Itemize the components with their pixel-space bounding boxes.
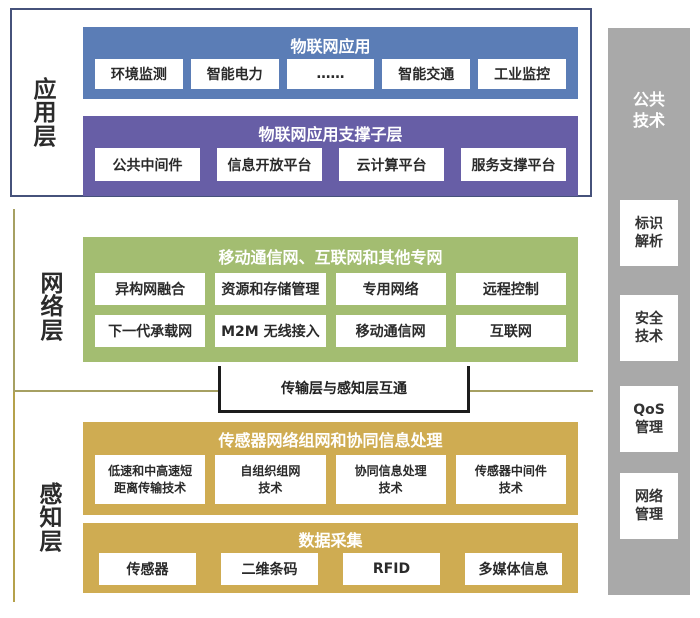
common-tech-panel: 公共 技术 标识 解析 安全 技术 QoS 管理 网络 管理: [608, 28, 690, 595]
collection-item-sensor: 传感器: [99, 553, 196, 585]
collection-item-rfid: RFID: [343, 553, 440, 585]
sensor-item-sensor-middleware: 传感器中间件 技术: [455, 455, 566, 504]
network-items: 异构网融合 资源和存储管理 专用网络 远程控制 下一代承载网 M2M 无线接入 …: [95, 273, 566, 347]
application-support-sublayer-title: 物联网应用支撑子层: [258, 125, 403, 144]
app-item-smart-transport: 智能交通: [382, 59, 471, 89]
application-support-sublayer-block: 物联网应用支撑子层 公共中间件 信息开放平台 云计算平台 服务支撑平台: [83, 116, 578, 196]
network-item-heterogeneous-fusion: 异构网融合: [95, 273, 206, 305]
sensor-network-block: 传感器网络组网和协同信息处理 低速和中高速短 距离传输技术 自组织组网 技术 协…: [83, 422, 578, 515]
sensor-network-items: 低速和中高速短 距离传输技术 自组织组网 技术 协同信息处理 技术 传感器中间件…: [95, 455, 566, 504]
perception-layer-left-line: [13, 392, 15, 602]
common-tech-item-id-resolution: 标识 解析: [620, 200, 678, 266]
collection-item-2d-barcode: 二维条码: [221, 553, 318, 585]
network-item-next-gen-bearer: 下一代承载网: [95, 315, 206, 347]
network-item-private-network: 专用网络: [335, 273, 446, 305]
support-item-info-open-platform: 信息开放平台: [217, 148, 322, 181]
data-collection-title: 数据采集: [298, 531, 363, 550]
network-block: 移动通信网、互联网和其他专网 异构网融合 资源和存储管理 专用网络 远程控制 下…: [83, 237, 578, 362]
iot-applications-title: 物联网应用: [290, 37, 371, 56]
app-item-ellipsis: ……: [286, 59, 375, 89]
support-sublayer-items: 公共中间件 信息开放平台 云计算平台 服务支撑平台: [95, 148, 566, 181]
transport-perception-bridge: 传输层与感知层互通: [218, 366, 470, 413]
common-tech-item-qos-management: QoS 管理: [620, 386, 678, 452]
common-tech-item-security: 安全 技术: [620, 295, 678, 361]
data-collection-block: 数据采集 传感器 二维条码 RFID 多媒体信息: [83, 523, 578, 593]
network-item-remote-control: 远程控制: [455, 273, 566, 305]
app-item-environment-monitoring: 环境监测: [95, 59, 183, 89]
sensor-item-short-range-transmission: 低速和中高速短 距离传输技术: [95, 455, 206, 504]
perception-layer-label: 感知层: [39, 482, 63, 555]
support-item-service-platform: 服务支撑平台: [461, 148, 566, 181]
collection-item-multimedia-info: 多媒体信息: [465, 553, 562, 585]
iot-applications-items: 环境监测 智能电力 …… 智能交通 工业监控: [95, 59, 566, 89]
sensor-network-title: 传感器网络组网和协同信息处理: [218, 431, 443, 450]
data-collection-items: 传感器 二维条码 RFID 多媒体信息: [99, 553, 562, 585]
common-tech-title: 公共 技术: [632, 90, 665, 130]
application-layer-label: 应用层: [33, 77, 57, 150]
network-layer-left-line: [13, 209, 15, 390]
iot-applications-block: 物联网应用 环境监测 智能电力 …… 智能交通 工业监控: [83, 27, 578, 99]
network-item-resource-storage-mgmt: 资源和存储管理: [215, 273, 326, 305]
support-item-common-middleware: 公共中间件: [95, 148, 200, 181]
network-item-internet: 互联网: [455, 315, 566, 347]
app-item-industrial-monitoring: 工业监控: [478, 59, 566, 89]
network-block-title: 移动通信网、互联网和其他专网: [218, 248, 443, 267]
sensor-item-collaborative-processing: 协同信息处理 技术: [335, 455, 446, 504]
network-item-m2m-wireless-access: M2M 无线接入: [215, 315, 326, 347]
sensor-item-adhoc-networking: 自组织组网 技术: [215, 455, 326, 504]
support-item-cloud-platform: 云计算平台: [339, 148, 444, 181]
app-item-smart-power: 智能电力: [190, 59, 279, 89]
network-item-mobile-comm-network: 移动通信网: [335, 315, 446, 347]
network-layer-label: 网络层: [40, 271, 64, 344]
common-tech-item-network-management: 网络 管理: [620, 473, 678, 539]
